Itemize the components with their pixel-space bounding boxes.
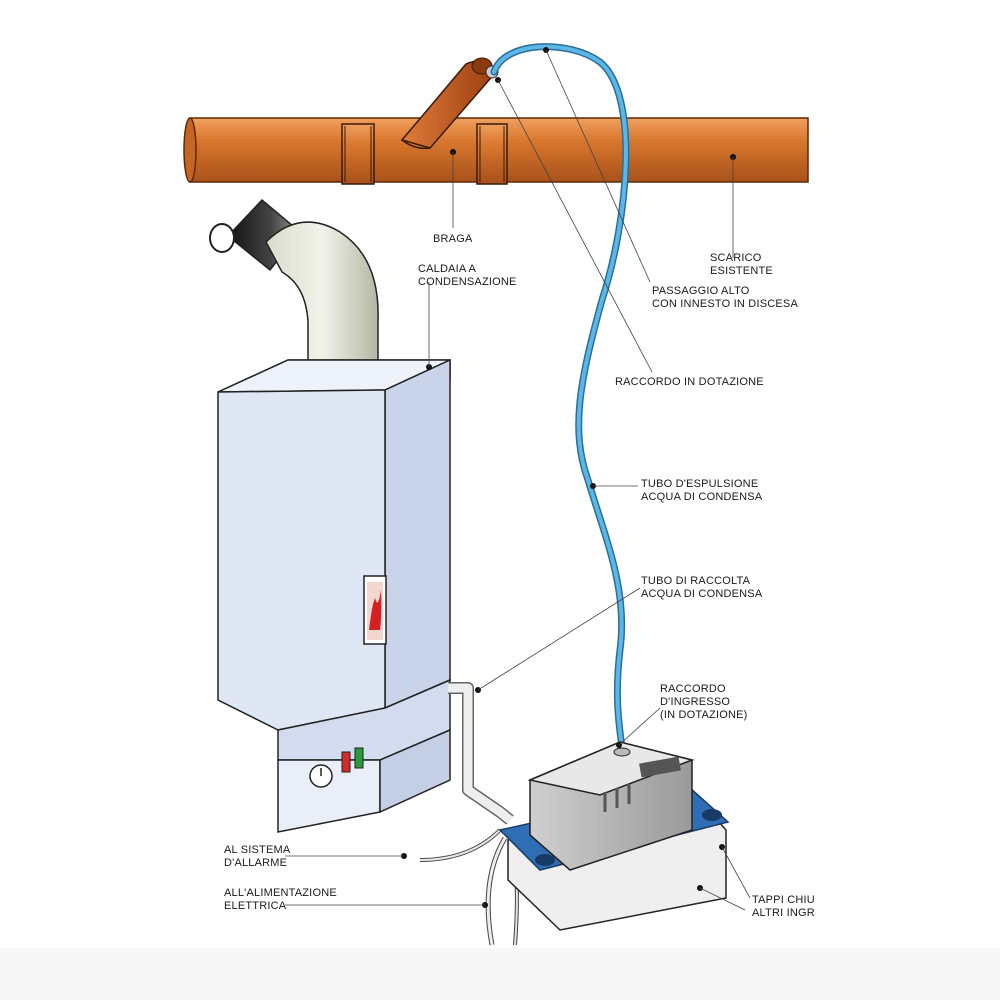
bottom-strip <box>0 948 1000 1000</box>
label-allarme-line2: D'ALLARME <box>224 857 288 869</box>
label-raccolta-line1: TUBO DI RACCOLTA <box>641 575 751 587</box>
drain-pipe-icon <box>183 117 809 185</box>
boiler-icon <box>217 358 451 833</box>
leader-lines <box>285 49 751 911</box>
label-espulsione-line2: ACQUA DI CONDENSA <box>641 491 763 503</box>
label-passaggio-line1: PASSAGGIO ALTO <box>652 285 750 297</box>
label-ingresso-line2: D'INGRESSO <box>660 696 731 708</box>
label-ingresso-line3: (IN DOTAZIONE) <box>660 709 748 721</box>
label-caldaia-line2: CONDENSAZIONE <box>418 276 517 288</box>
label-tappi-line2: ALTRI INGR <box>752 907 815 919</box>
label-caldaia-line1: CALDAIA A <box>418 263 477 275</box>
label-alimentazione-line2: ELETTRICA <box>224 900 287 912</box>
label-scarico-line2: ESISTENTE <box>710 265 773 277</box>
label-espulsione-line1: TUBO D'ESPULSIONE <box>641 478 759 490</box>
label-passaggio-line2: CON INNESTO IN DISCESA <box>652 298 798 310</box>
label-tappi-line1: TAPPI CHIU <box>752 894 815 906</box>
pump-icon <box>498 741 730 931</box>
label-ingresso-line1: RACCORDO <box>660 683 726 695</box>
label-scarico-line1: SCARICO <box>710 252 762 264</box>
label-allarme-line1: AL SISTEMA <box>224 844 291 856</box>
label-braga: BRAGA <box>433 233 473 245</box>
label-alimentazione-line1: ALL'ALIMENTAZIONE <box>224 887 337 899</box>
label-raccolta-line2: ACQUA DI CONDENSA <box>641 588 763 600</box>
label-raccordo-dotazione: RACCORDO IN DOTAZIONE <box>615 376 764 388</box>
